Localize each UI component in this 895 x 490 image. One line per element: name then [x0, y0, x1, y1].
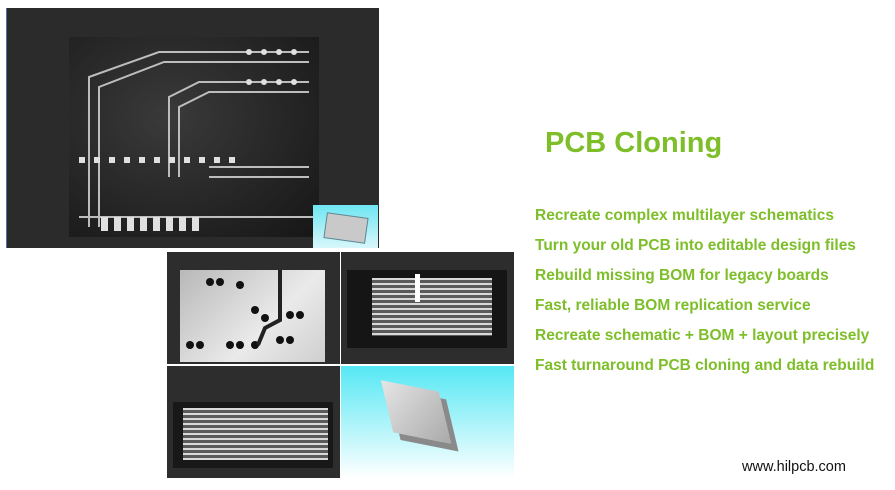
feature-item: Turn your old PCB into editable design f… [535, 237, 856, 254]
feature-item: Recreate complex multilayer schematics [535, 207, 834, 224]
side-xray-image [347, 270, 507, 348]
feature-item: Fast, reliable BOM replication service [535, 297, 811, 314]
board-xray-image [180, 270, 325, 362]
feature-item: Fast turnaround PCB cloning and data reb… [535, 357, 875, 374]
pcb-xray-image [69, 37, 319, 237]
xray-view-top [167, 252, 340, 364]
xray-main-viewer [6, 8, 379, 248]
front-xray-image [173, 402, 333, 468]
3d-render-view [341, 366, 514, 478]
website-link[interactable]: www.hilpcb.com [742, 459, 846, 475]
feature-item: Rebuild missing BOM for legacy boards [535, 267, 829, 284]
3d-preview-inset [313, 205, 378, 248]
page-title: PCB Cloning [545, 127, 723, 159]
pcb-traces [79, 49, 314, 231]
feature-list: Recreate complex multilayer schematics T… [535, 206, 874, 386]
xray-view-front [167, 366, 340, 478]
feature-item: Recreate schematic + BOM + layout precis… [535, 327, 870, 344]
3d-component-model [380, 380, 452, 444]
xray-quad-view [167, 252, 514, 478]
xray-view-side [341, 252, 514, 364]
